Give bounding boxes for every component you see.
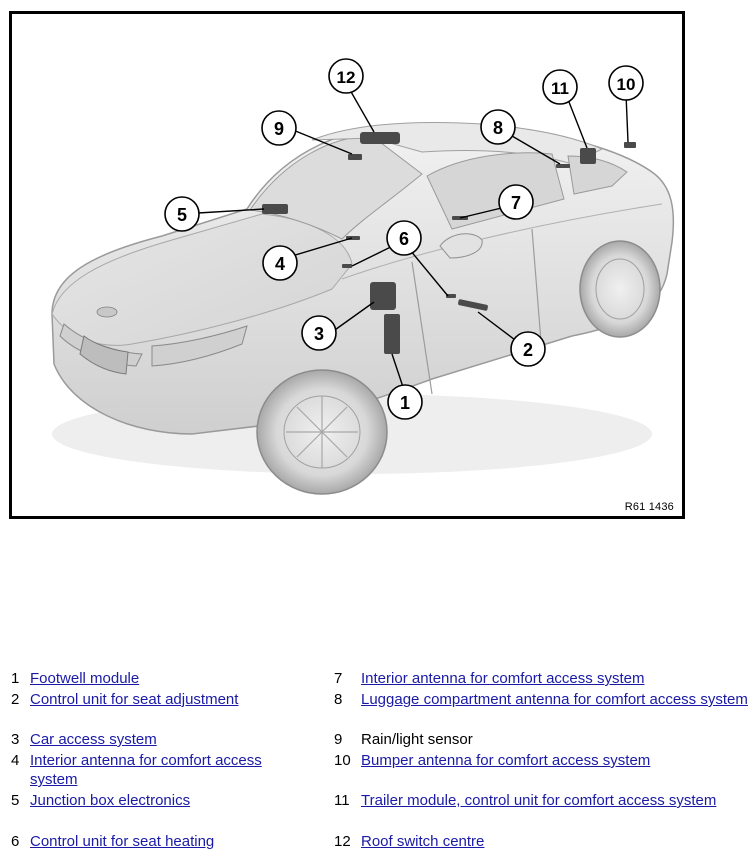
legend-link-seat-adjustment[interactable]: Control unit for seat adjustment <box>30 691 239 708</box>
callout-6: 6 <box>386 220 422 256</box>
callout-9: 9 <box>261 110 297 146</box>
callout-2: 2 <box>510 331 546 367</box>
svg-text:8: 8 <box>493 118 503 138</box>
legend-link-luggage-antenna[interactable]: Luggage compartment antenna for comfort … <box>361 691 748 708</box>
callout-10: 10 <box>608 65 644 101</box>
callout-8: 8 <box>480 109 516 145</box>
svg-text:2: 2 <box>523 340 533 360</box>
svg-text:1: 1 <box>400 393 410 413</box>
legend-number: 3 <box>11 731 20 748</box>
figure-code: R61 1436 <box>624 501 674 513</box>
legend-number: 6 <box>11 833 20 850</box>
legend-text-rain-light-sensor: Rain/light sensor <box>361 731 473 748</box>
legend-number: 12 <box>334 833 351 850</box>
legend-number: 1 <box>11 670 20 687</box>
legend-link-trailer-module[interactable]: Trailer module, control unit for comfort… <box>361 792 717 809</box>
legend-number: 9 <box>334 731 343 748</box>
callout-5: 5 <box>164 196 200 232</box>
svg-text:11: 11 <box>551 79 569 98</box>
legend-number: 11 <box>334 792 350 809</box>
callout-group: 1 2 3 4 5 6 7 <box>164 58 644 420</box>
callout-12: 12 <box>328 58 364 94</box>
svg-text:5: 5 <box>177 205 187 225</box>
svg-text:7: 7 <box>511 193 521 213</box>
svg-text:6: 6 <box>399 229 409 249</box>
legend-number: 2 <box>11 691 20 708</box>
legend-number: 7 <box>334 670 343 687</box>
car-diagram-figure: 1 2 3 4 5 6 7 <box>9 11 685 519</box>
legend-link-footwell-module[interactable]: Footwell module <box>30 670 140 687</box>
legend-link-roof-switch-centre[interactable]: Roof switch centre <box>361 833 485 850</box>
legend-link-junction-box[interactable]: Junction box electronics <box>30 792 191 809</box>
svg-text:4: 4 <box>275 254 285 274</box>
legend-number: 10 <box>334 752 351 769</box>
callout-1: 1 <box>387 384 423 420</box>
legend-link-bumper-antenna[interactable]: Bumper antenna for comfort access system <box>361 752 651 769</box>
legend-number: 5 <box>11 792 20 809</box>
legend-link-seat-heating[interactable]: Control unit for seat heating <box>30 833 215 850</box>
svg-text:3: 3 <box>314 324 324 344</box>
legend-link-interior-antenna-2[interactable]: Interior antenna for comfort access syst… <box>361 670 645 687</box>
legend-number: 8 <box>334 691 343 708</box>
legend-link-car-access-system[interactable]: Car access system <box>30 731 157 748</box>
callout-7: 7 <box>498 184 534 220</box>
svg-text:9: 9 <box>274 119 284 139</box>
car-illustration: 1 2 3 4 5 6 7 <box>51 58 675 495</box>
callout-4: 4 <box>262 245 298 281</box>
svg-text:12: 12 <box>337 68 356 87</box>
legend-link-interior-antenna[interactable]: Interior antenna for comfort access syst… <box>30 752 262 788</box>
svg-text:10: 10 <box>617 75 636 94</box>
callout-11: 11 <box>542 69 578 105</box>
legend-number: 4 <box>11 752 20 769</box>
callout-3: 3 <box>301 315 337 351</box>
